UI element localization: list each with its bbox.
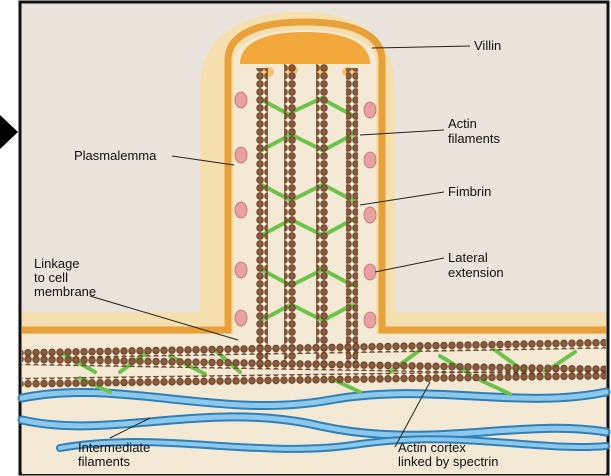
label-intermediate-filaments-2: filaments — [78, 454, 131, 469]
label-villin: Villin — [474, 38, 501, 53]
label-linkage-2: to cell — [34, 270, 68, 285]
label-actin-cortex-2: linked by spectrin — [398, 454, 498, 469]
label-lateral-extension-1: Lateral — [448, 250, 488, 265]
label-linkage-3: membrane — [34, 284, 96, 299]
label-actin-cortex-1: Actin cortex — [398, 440, 466, 455]
label-actin-filaments-2: filaments — [448, 131, 501, 146]
label-lateral-extension-2: extension — [448, 265, 504, 280]
label-linkage-1: Linkage — [34, 256, 80, 271]
label-fimbrin: Fimbrin — [448, 184, 491, 199]
label-plasmalemma: Plasmalemma — [74, 148, 157, 163]
label-actin-filaments-1: Actin — [448, 116, 477, 131]
label-intermediate-filaments-1: Intermediate — [78, 440, 150, 455]
pointer-arrow-icon — [0, 115, 18, 149]
